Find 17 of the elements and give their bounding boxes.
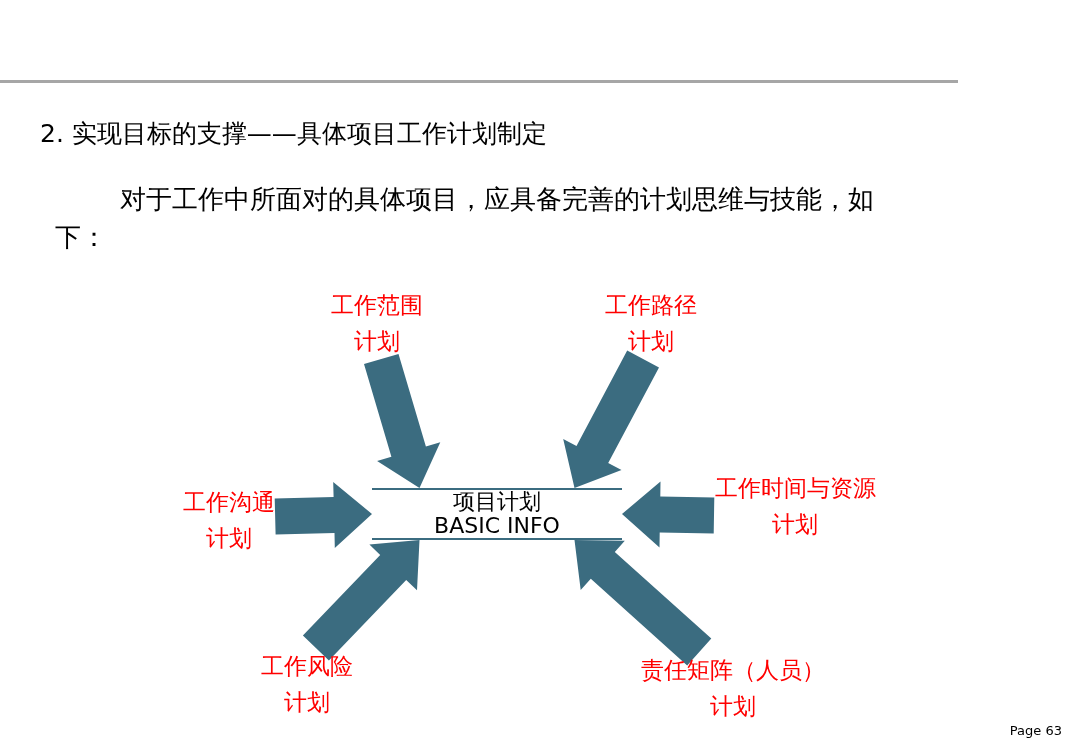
plan-label: 工作沟通计划: [182, 484, 276, 556]
plan-label: 工作风险计划: [260, 648, 354, 720]
block-arrow: [274, 482, 372, 548]
center-box: [372, 488, 622, 540]
plan-label: 工作范围计划: [330, 287, 424, 359]
heading: 2. 实现目标的支撑——具体项目工作计划制定: [40, 118, 547, 150]
page-number: Page 63: [1009, 722, 1062, 740]
paragraph: 对于工作中所面对的具体项目，应具备完善的计划思维与技能，如下：: [55, 183, 875, 254]
center-text: 项目计划 BASIC INFO: [433, 490, 561, 538]
plan-label: 工作路径计划: [604, 287, 698, 359]
plan-label: 责任矩阵（人员）计划: [640, 652, 826, 724]
block-arrow: [622, 481, 715, 548]
block-arrow: [364, 353, 441, 488]
plan-label: 工作时间与资源计划: [714, 470, 877, 542]
block-arrow: [574, 540, 712, 666]
block-arrow: [563, 350, 659, 488]
block-arrow: [302, 540, 420, 661]
